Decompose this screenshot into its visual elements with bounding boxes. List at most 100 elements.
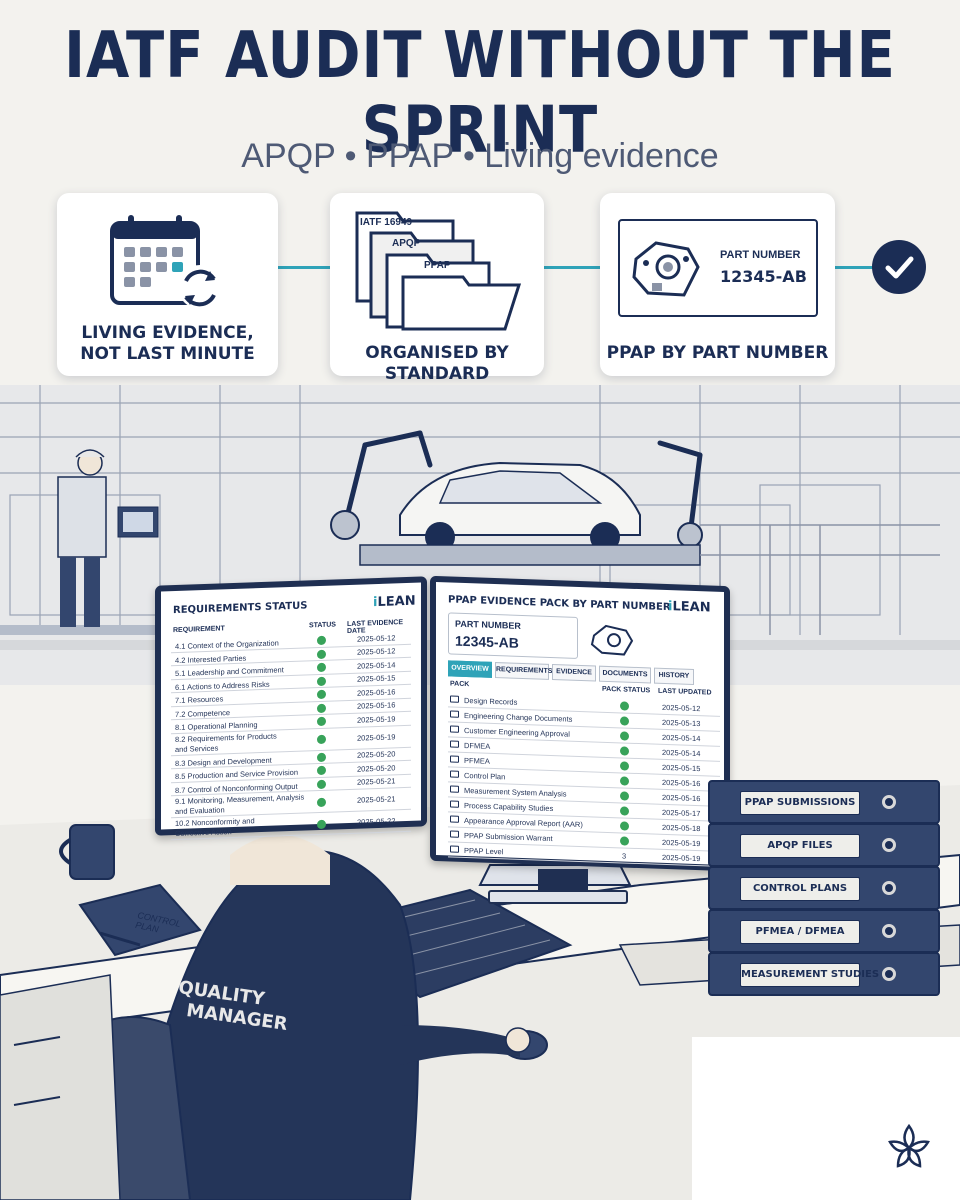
last-updated-date: 2025-05-12 <box>662 702 701 714</box>
status-check-icon <box>620 791 629 801</box>
folder-icon <box>450 830 459 838</box>
column-header: PACK <box>450 680 470 689</box>
status-check-icon <box>317 766 326 776</box>
part-number-value: 12345-AB <box>720 267 807 286</box>
check-badge <box>872 240 926 294</box>
column-header: PACK STATUS <box>602 685 651 695</box>
binder-label: PFMEA / DFMEA <box>740 920 860 944</box>
page-subtitle: APQP • PPAP • Living evidence <box>241 137 719 175</box>
folder-tab-apqp: APQP <box>392 238 421 249</box>
status-check-icon <box>317 797 326 807</box>
binder-ring-icon <box>882 838 896 852</box>
status-check-icon <box>317 703 326 713</box>
binder-label: MEASUREMENT STUDIES <box>740 963 879 987</box>
evidence-date: 2025-05-16 <box>357 700 396 711</box>
status-check-icon <box>317 819 326 829</box>
part-number-label: PART NUMBER <box>455 618 521 631</box>
status-check-icon <box>620 836 629 846</box>
evidence-date: 2025-05-20 <box>357 749 396 760</box>
folder-icon <box>450 725 459 733</box>
status-check-icon <box>620 731 629 741</box>
part-number-value: 12345-AB <box>455 632 519 651</box>
requirement-name-cont: and Services <box>175 743 219 754</box>
tab-requirements[interactable]: REQUIREMENTS <box>495 662 552 680</box>
evidence-date: 2025-05-12 <box>357 646 396 657</box>
monitor-title: PPAP EVIDENCE PACK BY PART NUMBER <box>448 594 671 614</box>
tab-history[interactable]: HISTORY <box>654 667 694 685</box>
connector-line <box>835 266 875 269</box>
connector-line <box>278 266 330 269</box>
evidence-date: 2025-05-21 <box>357 776 396 787</box>
status-check-icon <box>620 746 629 756</box>
page-title: IATF AUDIT WITHOUT THE SPRINT <box>64 18 896 168</box>
column-header: REQUIREMENT <box>173 625 225 635</box>
last-updated-date: 2025-05-19 <box>662 852 701 864</box>
evidence-date: 2025-05-22 <box>357 816 396 827</box>
calendar-refresh-icon <box>110 215 222 309</box>
status-check-icon <box>317 676 326 686</box>
status-check-icon <box>620 776 629 786</box>
pack-status-value: 3 <box>622 851 627 861</box>
folder-icon <box>450 695 459 703</box>
evidence-date: 2025-05-19 <box>357 714 396 725</box>
tab-evidence[interactable]: EVIDENCE <box>552 664 596 682</box>
status-check-icon <box>317 779 326 789</box>
pack-item-name: Control Plan <box>464 770 506 782</box>
requirement-name-cont: and Evaluation <box>175 805 225 817</box>
card-label: ORGANISED BY STANDARD <box>365 343 509 384</box>
last-updated-date: 2025-05-18 <box>662 822 701 834</box>
status-check-icon <box>620 716 629 726</box>
requirement-name: 10.2 Nonconformity and <box>175 816 255 829</box>
status-check-icon <box>620 806 629 816</box>
binder-3: CONTROL PLANS <box>708 866 940 910</box>
status-check-icon <box>317 690 326 700</box>
requirements-status-monitor: REQUIREMENTS STATUS iLEAN REQUIREMENT ST… <box>155 576 427 841</box>
binder-label: PPAP SUBMISSIONS <box>740 791 860 815</box>
flower-logo-icon <box>888 1123 930 1168</box>
factory-scene: REQUIREMENTS STATUS iLEAN REQUIREMENT ST… <box>0 385 960 1200</box>
status-check-icon <box>317 752 326 762</box>
last-updated-date: 2025-05-19 <box>662 837 701 849</box>
status-check-icon <box>620 761 629 771</box>
status-check-icon <box>317 649 326 659</box>
status-check-icon <box>620 821 629 831</box>
folder-icon <box>450 740 459 748</box>
monitor-base <box>488 890 628 904</box>
last-updated-date: 2025-05-14 <box>662 732 701 744</box>
binder-label: APQP FILES <box>740 834 860 858</box>
last-updated-date: 2025-05-13 <box>662 717 701 729</box>
monitor-stand <box>538 869 588 893</box>
binder-label: CONTROL PLANS <box>740 877 860 901</box>
requirement-name: 8.2 Requirements for Products <box>175 730 277 744</box>
folder-icon <box>450 800 459 808</box>
binder-ring-icon <box>882 881 896 895</box>
monitor-title: REQUIREMENTS STATUS <box>173 600 308 617</box>
connector-line <box>544 266 600 269</box>
part-number-label: PART NUMBER <box>720 249 801 261</box>
ppap-evidence-monitor: PPAP EVIDENCE PACK BY PART NUMBER iLEAN … <box>430 575 730 872</box>
requirement-name: 9.1 Monitoring, Measurement, Analysis <box>175 792 305 807</box>
pack-item-name: Design Records <box>464 695 518 707</box>
last-updated-date: 2025-05-14 <box>662 747 701 759</box>
card-label-line2: NOT LAST MINUTE <box>80 344 255 364</box>
check-icon <box>885 256 914 279</box>
evidence-date: 2025-05-14 <box>357 660 396 671</box>
part-thumbnail-icon <box>590 624 634 656</box>
tab-documents[interactable]: DOCUMENTS <box>599 665 651 684</box>
feature-card-ppap-by-part-number: PART NUMBER 12345-AB PPAP BY PART NUMBER <box>600 193 835 376</box>
binder-2: APQP FILES <box>708 823 940 867</box>
last-updated-date: 2025-05-16 <box>662 792 701 804</box>
binder-1: PPAP SUBMISSIONS <box>708 780 940 824</box>
folder-icon <box>450 815 459 823</box>
status-check-icon <box>317 636 326 646</box>
part-icon <box>632 241 700 297</box>
brand-logo: iLEAN <box>373 593 416 611</box>
binder-ring-icon <box>882 795 896 809</box>
folders-icon <box>355 211 522 331</box>
tab-overview[interactable]: OVERVIEW <box>448 660 492 678</box>
binder-4: PFMEA / DFMEA <box>708 909 940 953</box>
evidence-date: 2025-05-19 <box>357 731 396 743</box>
status-check-icon <box>620 701 629 711</box>
folder-icon <box>450 785 459 793</box>
